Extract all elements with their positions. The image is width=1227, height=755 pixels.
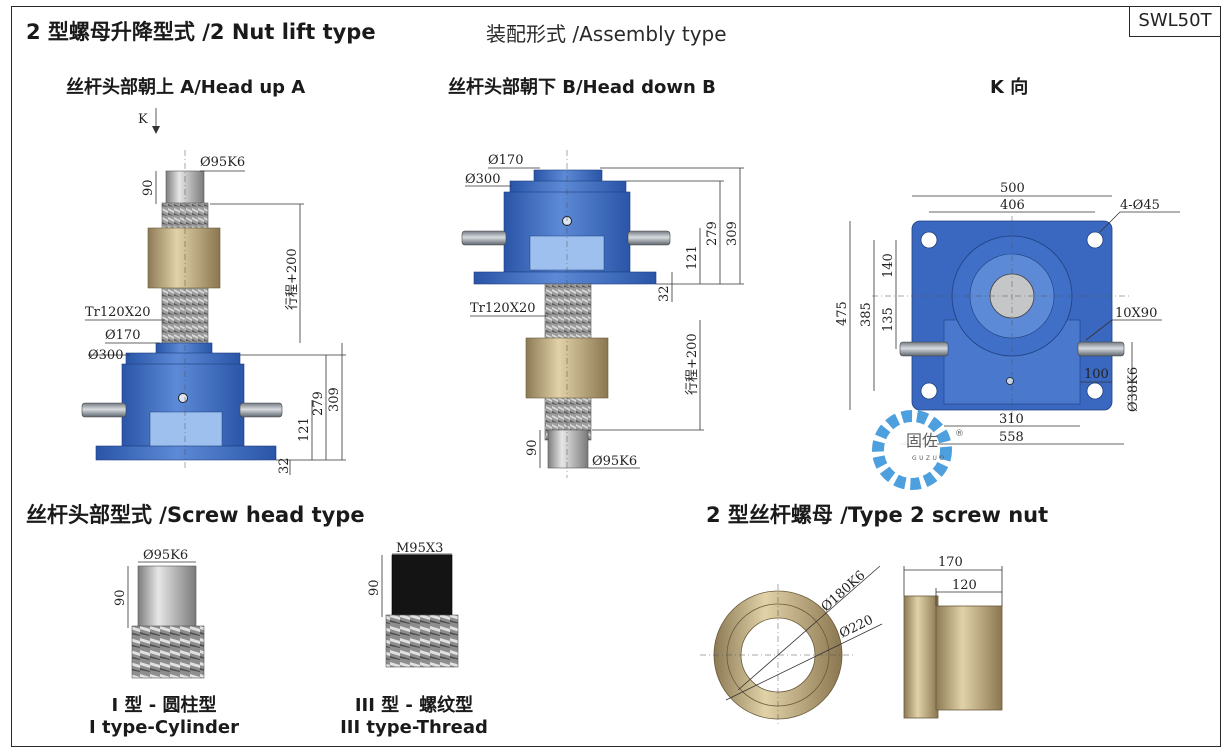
dim-d170: Ø170 [488,153,523,168]
dim-121: 121 [297,417,312,442]
caption-type1: I 型 - 圆柱型 I type-Cylinder [64,695,264,739]
input-shaft-right [627,230,671,246]
input-shaft-right [1077,341,1125,357]
dim-d95k6: Ø95K6 [143,548,188,563]
input-shaft-left [461,230,507,246]
view-title-head-down: 丝杆头部朝下 B/Head down B [448,77,716,98]
caption-type1-cn: I 型 - 圆柱型 [111,695,217,716]
dim-holes: 4-Ø45 [1120,198,1160,213]
dim-n220: Ø220 [837,613,875,642]
screw-head-type-3: M95X3 90 [367,541,459,668]
dim-121: 121 [685,245,700,270]
nut-body-side [935,605,1003,711]
caption-type1-en: I type-Cylinder [89,717,239,738]
lift-nut [147,227,221,289]
cylinder-head [137,565,197,629]
dim-406: 406 [1000,198,1025,213]
screw-nut-drawings: Ø180K6 Ø220 170 120 [700,555,1003,726]
dim-tr120: Tr120X20 [85,305,151,320]
dim-32: 32 [277,457,292,474]
view-head-up: K Ø95K6 90 Tr120X20 Ø170 Ø300 [81,108,346,475]
input-shaft-left [81,402,127,418]
mount-hole-icon [920,231,938,249]
k-arrow-label: K [138,112,148,127]
top-flange [125,352,241,366]
sheet-frame [11,6,1221,747]
dim-309: 309 [725,221,740,246]
dim-279: 279 [311,391,326,416]
dim-475: 475 [835,301,850,326]
screw-thread [385,614,459,668]
mount-hole-icon [920,382,938,400]
dim-385: 385 [859,302,874,327]
grease-nipple-icon [178,393,188,403]
dim-stroke: 行程+200 [285,248,300,310]
dim-279: 279 [705,221,720,246]
dim-32: 32 [657,285,672,302]
dim-d300: Ø300 [88,348,123,363]
dim-key: 10X90 [1115,306,1157,321]
page-title: 2 型螺母升降型式 /2 Nut lift type [26,20,376,44]
screw-head-type-1: Ø95K6 90 [113,548,205,679]
dim-558: 558 [999,430,1024,445]
dim-140: 140 [881,253,896,278]
view-head-down: Ø170 Ø300 279 309 121 32 Tr120X20 行程+200… [461,150,744,478]
dim-309: 309 [327,387,342,412]
gear-icon [872,410,952,490]
dim-d170: Ø170 [105,328,140,343]
dim-stroke: 行程+200 [685,333,700,395]
mount-hole-icon [1086,382,1104,400]
mount-hole-icon [1086,231,1104,249]
dim-500: 500 [1000,181,1025,196]
dim-135: 135 [881,307,896,332]
assembly-title: 装配形式 /Assembly type [486,22,727,46]
dim-90: 90 [141,179,156,196]
brand-latin: GUZUO [912,455,947,462]
view-title-head-up: 丝杆头部朝上 A/Head up A [66,77,306,98]
dim-n180: Ø180K6 [819,568,869,615]
section-title-screw-head: 丝杆头部型式 /Screw head type [26,503,365,527]
grease-nipple-icon [1006,377,1014,385]
dim-310: 310 [999,412,1024,427]
screw-thread [131,625,205,679]
dim-d300: Ø300 [465,172,500,187]
input-shaft-left [899,341,949,357]
section-title-screw-nut: 2 型丝杆螺母 /Type 2 screw nut [706,503,1049,527]
top-cover [533,169,603,183]
dim-tr120: Tr120X20 [470,301,536,316]
dim-100: 100 [1084,367,1109,382]
brand-watermark: 固佐 ® GUZUO [872,410,964,490]
view-title-k: K 向 [990,77,1029,98]
dim-n170: 170 [938,555,963,570]
caption-type3-cn: III 型 - 螺纹型 [354,695,474,716]
dim-m95: M95X3 [396,541,443,556]
dim-d95k6: Ø95K6 [592,454,637,469]
dim-d95k6: Ø95K6 [200,155,245,170]
dim-n120: 120 [952,578,977,593]
thread-head [391,554,453,618]
dim-shaft: Ø38K6 [1126,367,1141,412]
caption-type3-en: III type-Thread [340,717,488,738]
nut-flange-side [903,595,939,719]
input-shaft-right [239,402,283,418]
view-k: 500 406 4-Ø45 475 385 140 135 10X90 100 … [835,181,1180,445]
brand-name: 固佐 [906,431,938,450]
brand-registered: ® [955,429,964,439]
screw-head-cylinder [165,170,205,205]
housing-window [149,411,223,449]
base-plate [95,445,277,461]
dim-90: 90 [113,589,128,606]
k-arrow-head [152,126,160,134]
base-plate [473,271,657,285]
dim-90: 90 [525,439,540,456]
screw-head-cylinder [547,429,589,469]
dim-90: 90 [367,579,382,596]
top-flange [509,180,627,194]
model-badge: SWL50T [1129,6,1220,37]
caption-type3: III 型 - 螺纹型 III type-Thread [316,695,512,739]
